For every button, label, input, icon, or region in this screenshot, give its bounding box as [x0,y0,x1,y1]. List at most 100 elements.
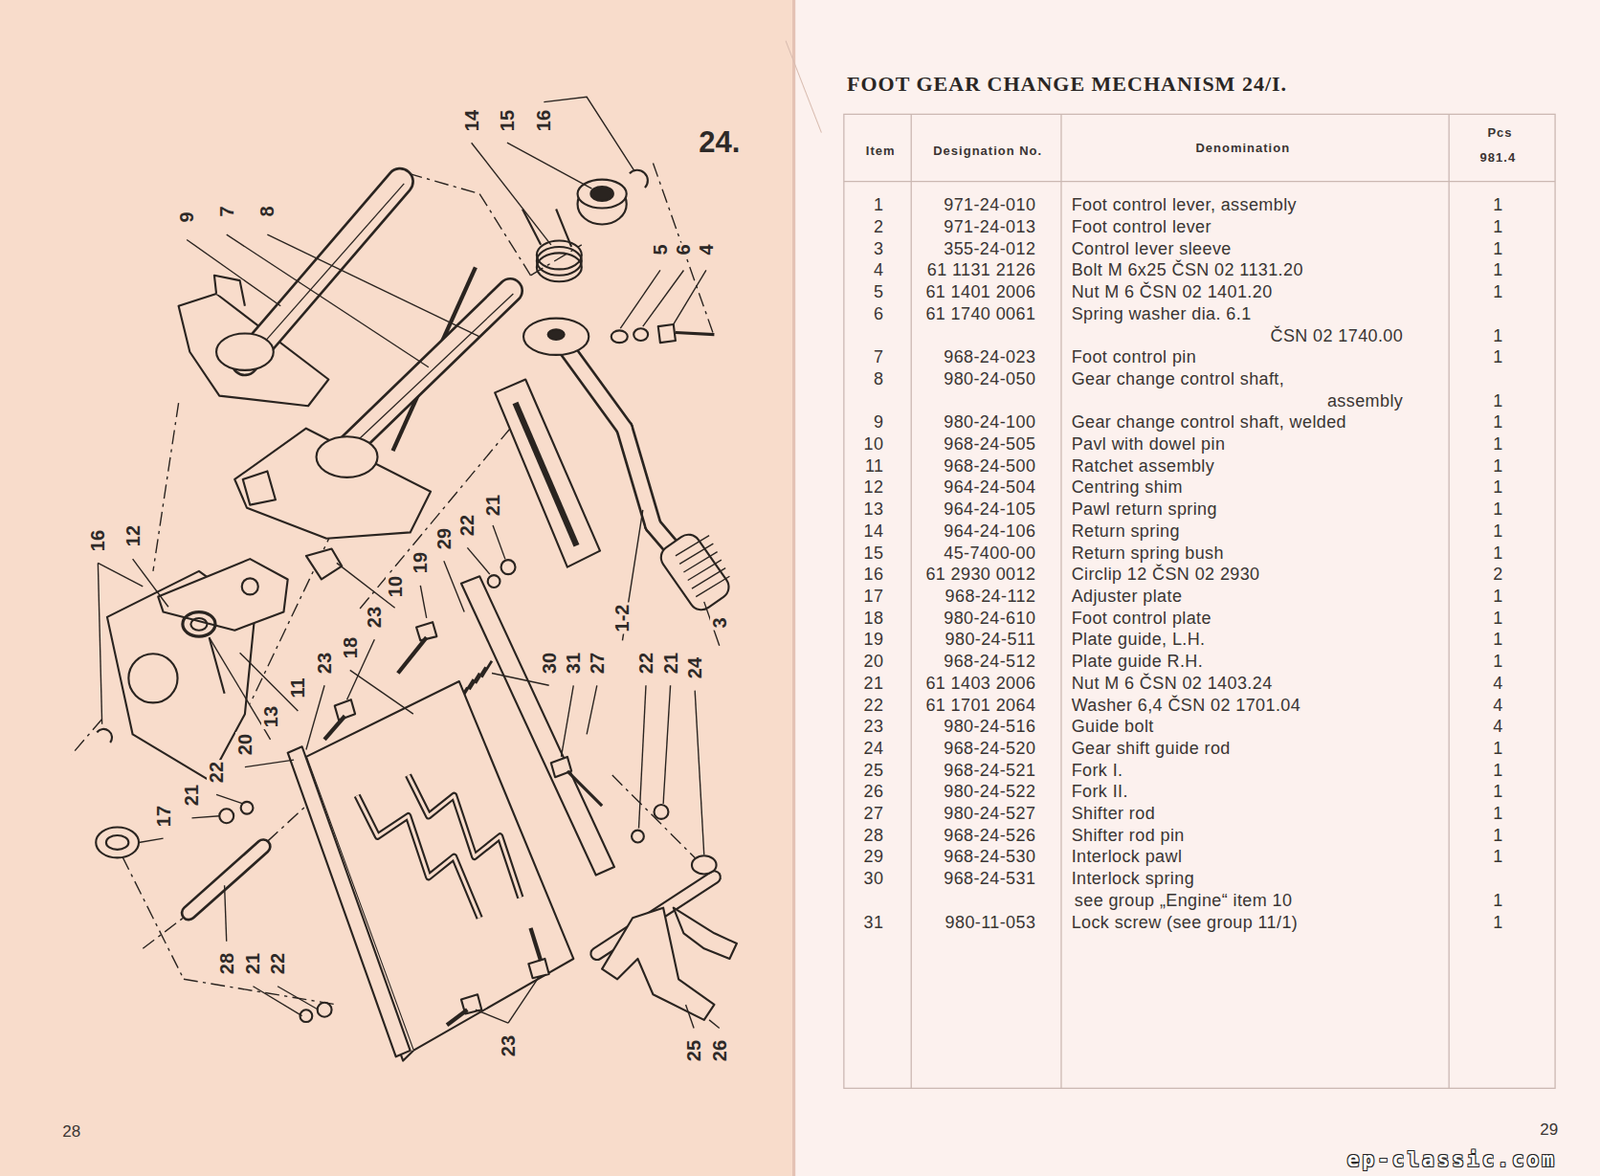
callout-number: 11 [288,676,308,701]
callout-number: 6 [673,243,693,258]
callout-number: 16 [88,528,108,554]
callout-number: 13 [261,704,281,730]
item-number: 24 [864,739,885,759]
callout-number: 23 [314,650,334,676]
quantity: 4 [1492,717,1503,737]
denomination: Gear shift guide rod [1071,739,1231,759]
quantity: 1 [1492,782,1503,802]
quantity: 1 [1492,479,1503,499]
callout-number: 8 [257,203,277,219]
item-number: 29 [864,848,885,868]
item-number: 11 [865,457,885,477]
denomination: Guide bolt [1071,717,1155,737]
item-number: 30 [864,869,885,889]
quantity: 1 [1492,630,1503,650]
callout-number: 31 [563,650,583,676]
designation-number: 968-24-526 [943,826,1036,846]
denomination: Pavl with dowel pin [1071,435,1226,455]
item-number: 28 [864,826,885,846]
quantity: 1 [1492,848,1503,868]
callout-number: 29 [434,526,454,552]
item-number: 26 [864,782,885,802]
denomination: Shifter rod pin [1071,826,1185,846]
item-number: 8 [873,370,884,390]
callout-number: 1-2 [612,601,632,634]
denomination: Ratchet assembly [1071,457,1215,477]
callout-number: 4 [696,243,716,258]
quantity: 1 [1492,500,1503,520]
denomination: Plate guide, L.H. [1071,630,1206,650]
denomination: Circlip 12 ČSN 02 2930 [1071,565,1261,585]
callout-number: 17 [154,803,174,829]
denomination: Control lever sleeve [1071,240,1232,260]
item-number: 10 [864,435,885,455]
denomination: Gear change control shaft, [1071,370,1286,390]
item-number: 22 [864,696,885,716]
quantity: 1 [1492,891,1503,912]
quantity: 1 [1492,457,1503,477]
item-number: 5 [873,283,884,303]
item-number: 12 [864,479,885,499]
table-header: Designation No. [933,144,1043,158]
designation-number: 964-24-504 [943,479,1036,499]
callout-number: 10 [385,574,405,600]
callout-number: 22 [267,951,288,977]
page-number: 29 [1539,1121,1558,1140]
callout-number: 12 [123,522,143,548]
designation-number: 968-24-512 [943,652,1036,672]
designation-number: 971-24-010 [943,196,1036,216]
callout-number: 21 [181,782,201,808]
callout-number: 22 [457,512,477,538]
denomination: ČSN 02 1740.00 [1269,327,1403,347]
table-header: 981.4 [1480,151,1517,165]
item-number: 19 [864,630,885,650]
page-number: 28 [62,1123,81,1142]
quantity: 1 [1492,283,1503,303]
designation-number: 980-24-516 [943,717,1036,737]
callout-number: 27 [587,650,607,676]
designation-number: 968-24-500 [943,457,1036,477]
quantity: 1 [1492,218,1503,238]
callout-number: 26 [710,1038,730,1064]
designation-number: 980-24-050 [943,370,1036,390]
designation-number: 968-24-520 [943,739,1036,759]
table-header: Denomination [1195,140,1290,155]
quantity: 1 [1492,196,1503,216]
denomination: Nut M 6 ČSN 02 1403.24 [1071,674,1273,694]
designation-number: 980-24-522 [943,782,1036,802]
item-number: 7 [873,348,884,368]
designation-number: 964-24-106 [943,522,1036,542]
callout-number: 3 [710,616,730,631]
quantity: 1 [1492,761,1503,781]
callout-number: 16 [533,108,554,134]
denomination: Gear change control shaft, welded [1071,413,1347,433]
quantity: 1 [1492,609,1503,629]
callout-number: 20 [235,732,255,757]
designation-number: 980-24-511 [945,630,1037,650]
quantity: 1 [1492,804,1503,824]
table-header: Pcs [1487,125,1512,139]
item-number: 31 [864,913,885,934]
denomination: Centring shim [1071,479,1183,499]
item-number: 27 [864,804,885,824]
designation-number: 61 1701 2064 [925,696,1036,716]
designation-number: 980-24-527 [943,804,1036,824]
quantity: 1 [1492,739,1503,759]
item-number: 13 [864,500,885,520]
callout-number: 7 [217,203,237,219]
designation-number: 61 1403 2006 [925,674,1036,694]
designation-number: 45-7400-00 [943,544,1036,564]
designation-number: 968-24-531 [943,869,1036,889]
quantity: 1 [1492,913,1503,934]
item-number: 16 [864,565,885,585]
callout-number: 28 [217,951,237,977]
denomination: Interlock pawl [1071,848,1183,868]
item-number: 14 [864,522,885,542]
callout-number: 15 [497,108,517,134]
denomination: Return spring [1071,522,1180,542]
denomination: see group „Engine“ item 10 [1074,891,1293,912]
designation-number: 355-24-012 [943,240,1036,260]
callout-number: 22 [636,650,656,676]
quantity: 1 [1492,392,1503,412]
callout-number: 24 [685,655,705,681]
